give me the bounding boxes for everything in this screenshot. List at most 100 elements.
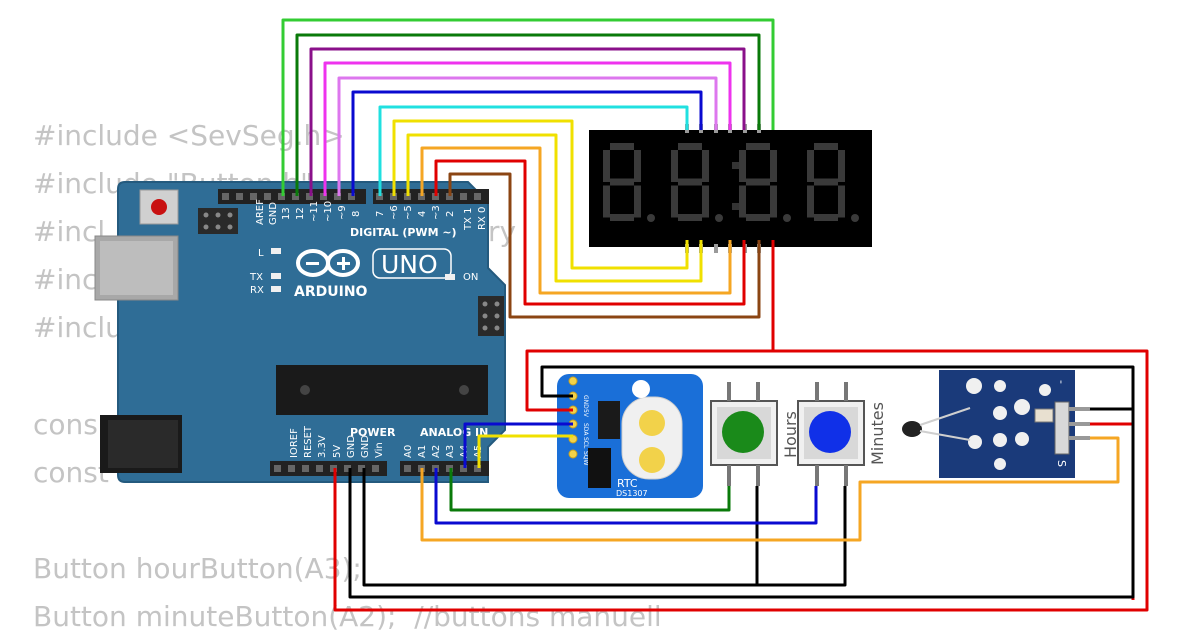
pin-label-5v: 5V <box>332 445 343 458</box>
wire-magenta <box>323 61 732 196</box>
rtc-pin-labels: GND 5V SDA SCL SQW <box>582 395 589 466</box>
digit-4-segment-6 <box>807 150 814 182</box>
digit-3-segment-7 <box>746 178 770 186</box>
arduino-brand: ARDUINO <box>294 284 368 300</box>
pin-label-aref: AREF <box>255 199 266 225</box>
pin-label-a2: A2 <box>431 445 442 458</box>
rtc-module: GND 5V SDA SCL SQW RTC DS1307 <box>557 374 703 498</box>
module-wires <box>333 349 1149 612</box>
rtc-pin-gnd: GND <box>582 395 589 409</box>
rtc-crystal <box>588 448 611 488</box>
digit-4-segment-1 <box>814 143 838 150</box>
rtc-chip <box>598 401 620 439</box>
digit-2-segment-3 <box>702 185 709 218</box>
led-on <box>445 274 455 280</box>
digit-1-segment-3 <box>634 185 641 218</box>
digit-3-segment-5 <box>739 185 746 218</box>
adafruit-logo-icon <box>632 380 650 398</box>
led-label-tx: TX <box>249 272 263 283</box>
pin-label-4: 4 <box>417 211 428 217</box>
digit-1-segment-6 <box>603 150 610 182</box>
wire-green-a3 <box>449 468 731 512</box>
power-header <box>270 461 387 476</box>
pin-label-11: ~11 <box>309 201 320 222</box>
wire-violet <box>337 76 718 196</box>
code-line-7: cons <box>33 408 98 441</box>
wire-yellow-scl <box>477 434 573 468</box>
pin-label-13: 13 <box>281 207 292 220</box>
led-label-l: L <box>258 248 264 259</box>
pin-label-6: ~6 <box>389 205 400 220</box>
pin-label-2: 2 <box>445 211 456 217</box>
digit-4-decimal-point <box>851 214 859 222</box>
code-line-11: Button minuteButton(A2); //buttons manue… <box>33 600 662 633</box>
pin-label-reset: RESET <box>303 425 314 458</box>
code-line-5: #inclu <box>33 311 123 344</box>
icsp-header-right <box>478 296 504 336</box>
digit-3-segment-3 <box>770 185 777 218</box>
minute-button[interactable] <box>797 382 865 486</box>
pin-label-8: 8 <box>351 211 362 217</box>
led-tx <box>271 273 281 279</box>
pin-label-7: 7 <box>375 211 386 217</box>
wire-black-minute <box>757 486 847 587</box>
pin-label-10: ~10 <box>323 201 334 222</box>
display-digits <box>603 143 859 222</box>
digit-2-segment-5 <box>671 185 678 218</box>
wire-blue-top <box>351 90 703 196</box>
hour-button-cap <box>722 411 764 453</box>
wire-cyan <box>378 105 689 196</box>
hour-button[interactable] <box>710 382 778 486</box>
pin-label-vin: Vin <box>374 442 385 458</box>
pin-label-9: ~9 <box>337 205 348 220</box>
seven-segment-display <box>589 124 872 253</box>
temperature-sensor-module: S - <box>902 370 1090 478</box>
digit-1-segment-7 <box>610 178 634 186</box>
wire-black-gnd-2 <box>362 468 759 587</box>
rtc-pin-sda: SDA <box>582 423 589 436</box>
pin-label-rx: RX 0 <box>477 207 488 230</box>
wire-black-gnd-bus <box>348 365 1135 599</box>
rtc-pin-scl: SCL <box>582 437 589 449</box>
digit-1-segment-2 <box>634 150 641 182</box>
power-header-title: POWER <box>350 426 396 439</box>
pin-label-33v: 3.3V <box>317 435 328 458</box>
wire-yellow-top <box>392 119 689 270</box>
sensor-pin-s: S <box>1055 460 1068 467</box>
minute-button-label: Minutes <box>868 402 887 465</box>
icsp-header-top <box>198 208 238 234</box>
code-line-3: #incl <box>33 215 106 248</box>
pin-label-ioref: IOREF <box>289 428 300 458</box>
uno-frame <box>372 248 452 279</box>
led-rx <box>271 286 281 292</box>
wire-yellow-2 <box>406 133 703 283</box>
hour-button-label: Hours <box>781 411 800 458</box>
wire-orange-a1 <box>420 436 1120 542</box>
battery-holder <box>621 396 683 480</box>
code-line-8: const <box>33 456 109 489</box>
digit-1-decimal-point <box>647 214 655 222</box>
pin-label-12: 12 <box>295 207 306 220</box>
minute-button-cap <box>809 411 851 453</box>
digit-4-segment-4 <box>814 214 838 221</box>
led-label-rx: RX <box>250 285 264 296</box>
atmega-chip <box>276 365 488 415</box>
pin-label-5: ~5 <box>403 205 414 220</box>
pin-label-a3: A3 <box>445 445 456 458</box>
digit-3-segment-6 <box>739 150 746 182</box>
rtc-chip-label: DS1307 <box>616 489 648 498</box>
digit-2-segment-4 <box>678 214 702 221</box>
digit-3-segment-1 <box>746 143 770 150</box>
arduino-uno-board: AREF GND 13 12 ~11 ~10 ~9 8 7 ~6 ~5 4 ~3… <box>94 181 506 483</box>
wire-brown <box>448 172 761 319</box>
sensor-header <box>1054 401 1070 455</box>
pin-label-gnd1: GND <box>346 435 357 458</box>
digit-1-segment-4 <box>610 214 634 221</box>
digital-pin-labels: AREF GND 13 12 ~11 ~10 ~9 8 7 ~6 ~5 4 ~3… <box>255 199 488 231</box>
digit-3-segment-2 <box>770 150 777 182</box>
digit-4-segment-2 <box>838 150 845 182</box>
sensor-resistor <box>1034 408 1054 423</box>
wire-blue-a2 <box>434 468 818 525</box>
code-line-1: #include <SevSeg.h> <box>33 119 345 152</box>
